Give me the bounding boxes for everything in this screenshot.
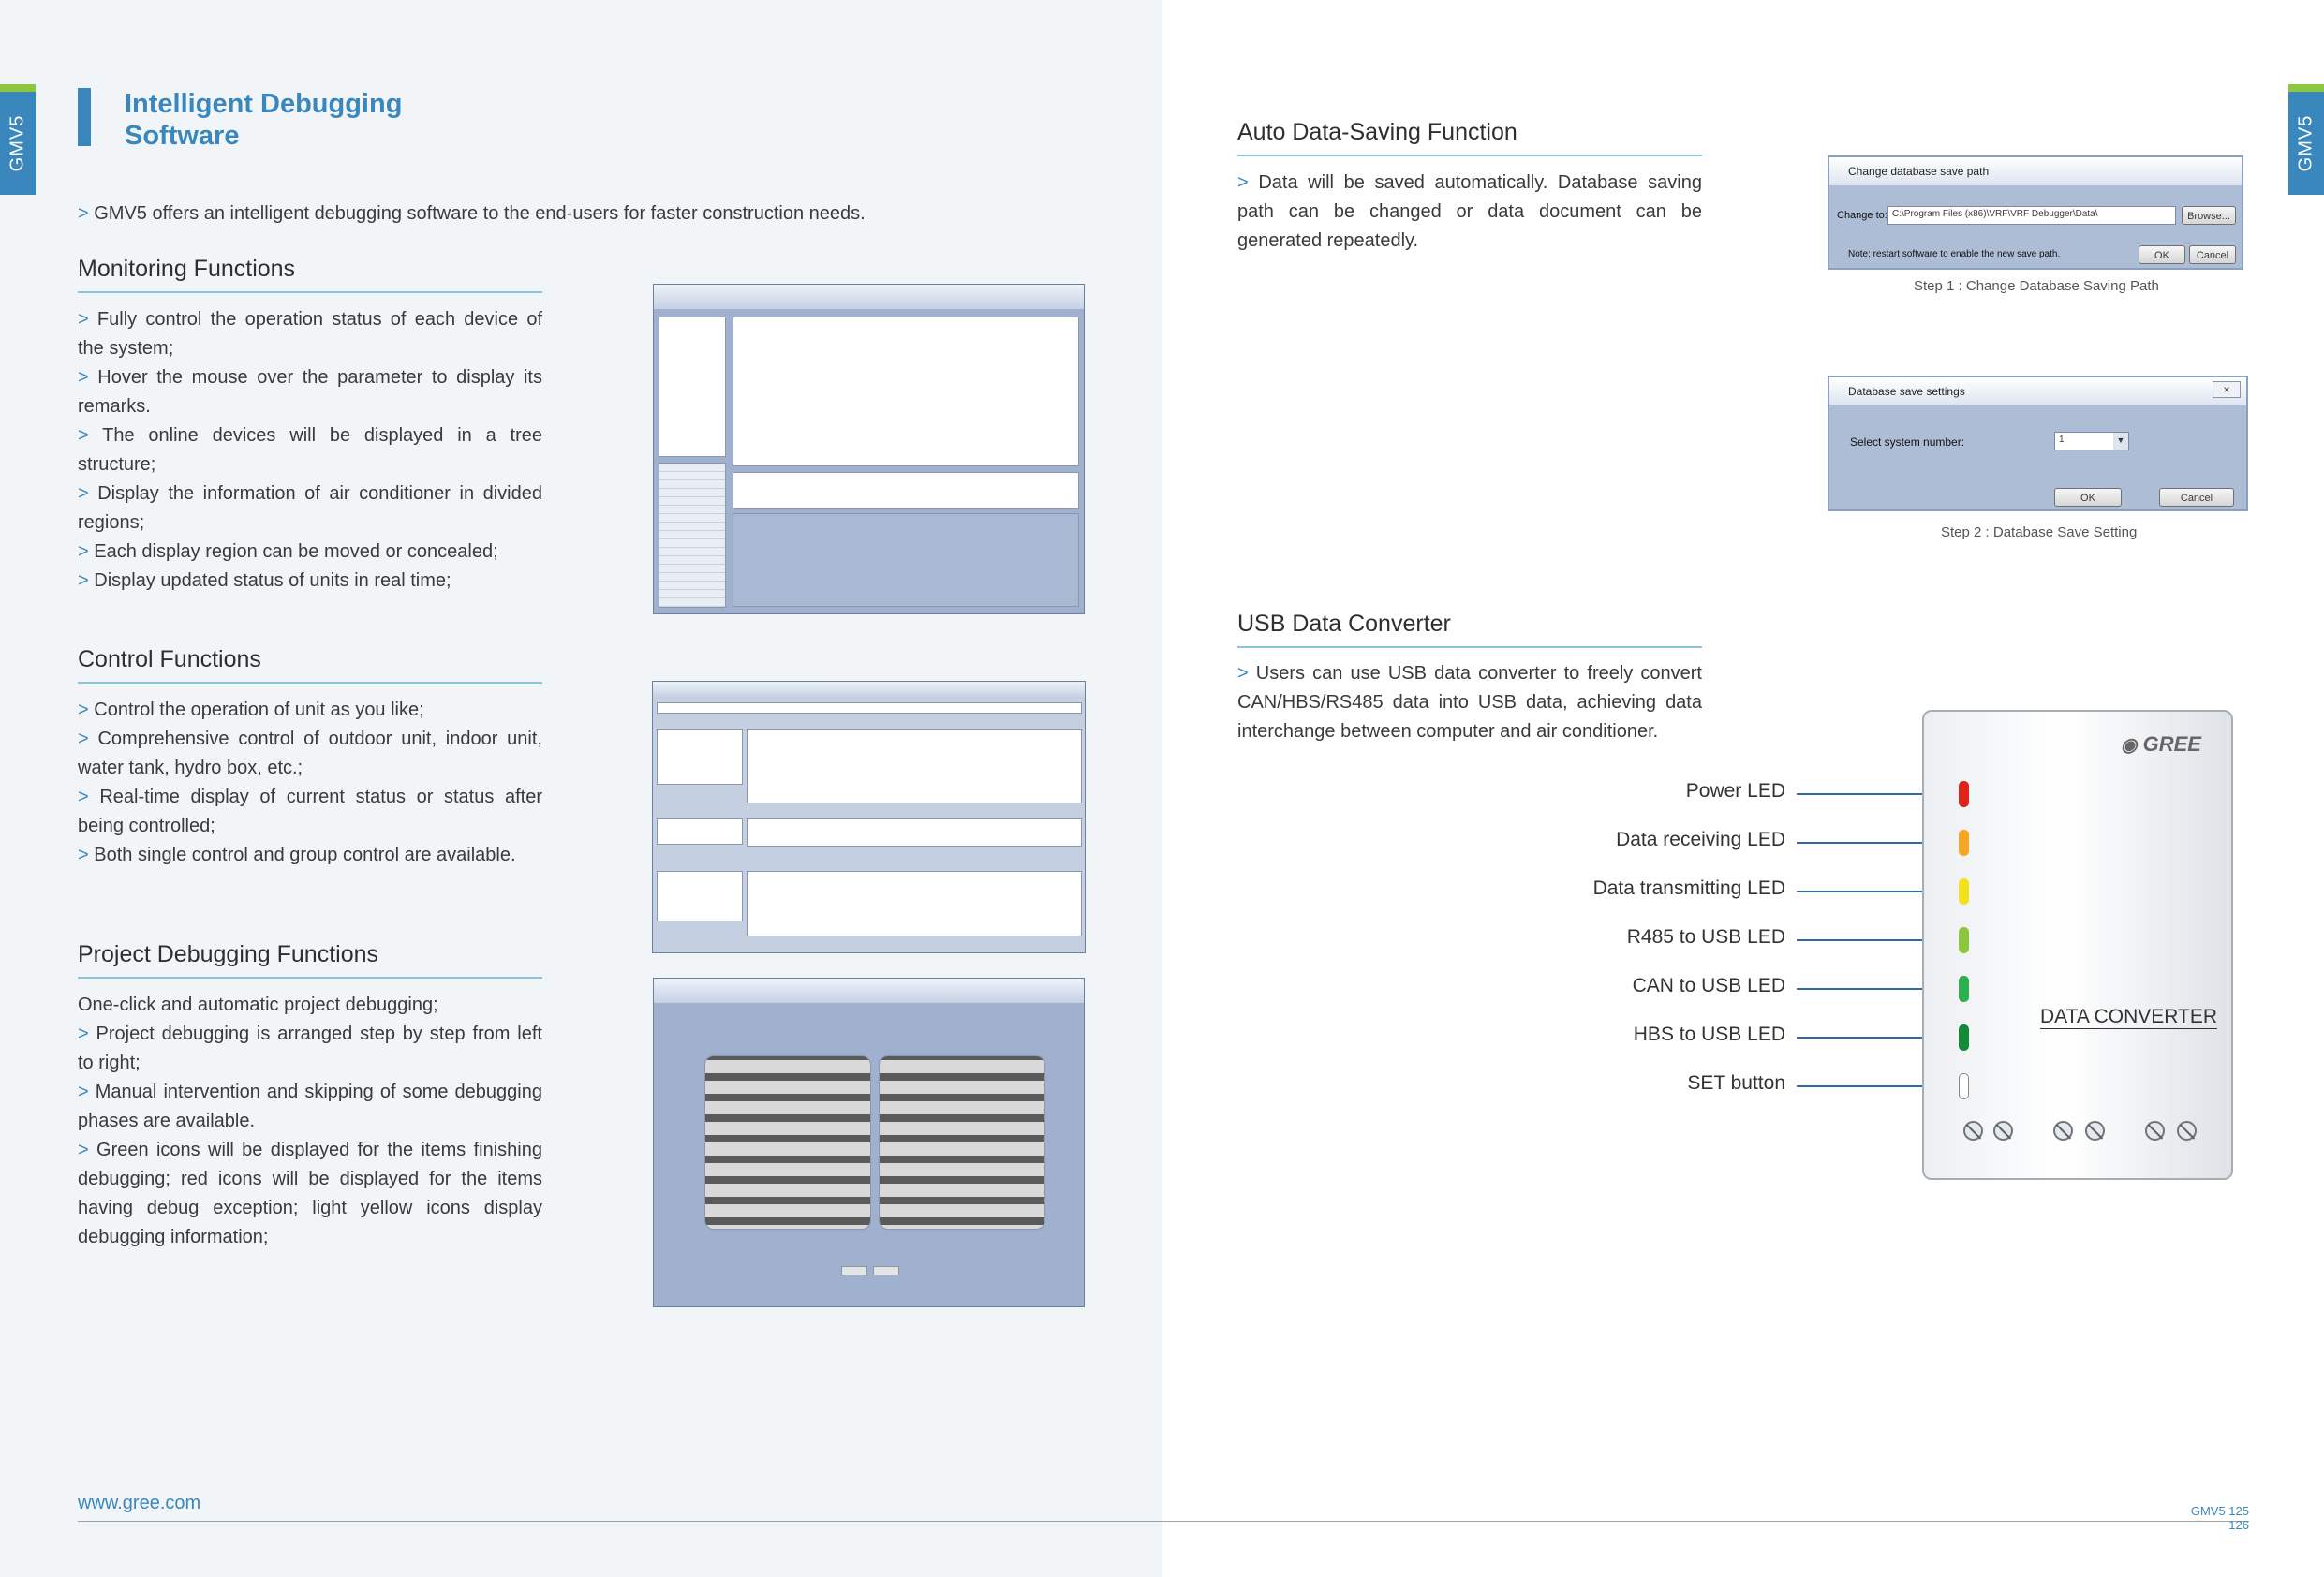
list-item: > The online devices will be displayed i…: [78, 425, 543, 475]
list-item: > Display updated status of units in rea…: [78, 570, 451, 591]
gree-logo: ◉ GREE: [2121, 732, 2201, 756]
chevron-down-icon: ▼: [2113, 433, 2128, 450]
hbs-led-label: HBS to USB LED: [1633, 1024, 1785, 1045]
data-transmitting-led: [1959, 878, 1969, 905]
screw-terminal: [2177, 1121, 2197, 1141]
change-to-label: Change to:: [1837, 210, 1887, 221]
path-field[interactable]: C:\Program Files (x86)\VRF\VRF Debugger\…: [1887, 206, 2176, 225]
change-path-dialog: Change database save path Change to: C:\…: [1828, 155, 2243, 270]
page-numbers: GMV5 125 126: [2190, 1504, 2249, 1532]
project-bullets: One-click and automatic project debuggin…: [78, 991, 542, 1252]
data-receiving-led-label: Data receiving LED: [1616, 829, 1785, 850]
can-led-label: CAN to USB LED: [1632, 975, 1785, 996]
power-led-label: Power LED: [1685, 780, 1785, 802]
project-screenshot: [653, 978, 1085, 1307]
close-icon[interactable]: ×: [2213, 381, 2241, 398]
auto-save-title: Auto Data-Saving Function: [1237, 118, 1702, 156]
list-item: > Each display region can be moved or co…: [78, 541, 498, 562]
control-screenshot: [652, 681, 1086, 953]
list-item: > Fully control the operation status of …: [78, 309, 542, 359]
data-transmitting-led-label: Data transmitting LED: [1592, 877, 1785, 899]
monitoring-bullets: > Fully control the operation status of …: [78, 305, 542, 596]
r485-led: [1959, 927, 1969, 953]
data-converter-label: DATA CONVERTER: [2040, 1006, 2218, 1029]
browse-button[interactable]: Browse...: [2182, 206, 2236, 225]
cancel-button[interactable]: Cancel: [2159, 488, 2234, 507]
step2-caption: Step 2 : Database Save Setting: [1941, 524, 2138, 540]
power-led: [1959, 781, 1969, 807]
screw-terminal: [2085, 1121, 2105, 1141]
side-tab-left: GMV5: [0, 84, 36, 195]
note-text: Note: restart software to enable the new…: [1848, 249, 2061, 259]
monitoring-title: Monitoring Functions: [78, 255, 542, 293]
usb-data-converter-device: ◉ GREE DATA CONVERTER: [1922, 710, 2233, 1180]
intro-text: > GMV5 offers an intelligent debugging s…: [78, 203, 866, 224]
select-system-label: Select system number:: [1850, 435, 1965, 449]
hbs-led: [1959, 1024, 1969, 1051]
data-receiving-led: [1959, 830, 1969, 856]
usb-title: USB Data Converter: [1237, 610, 1702, 648]
set-button[interactable]: [1959, 1073, 1969, 1099]
ok-button[interactable]: OK: [2054, 488, 2122, 507]
list-item: > Green icons will be displayed for the …: [78, 1140, 542, 1247]
list-item: > Comprehensive control of outdoor unit,…: [78, 729, 542, 778]
system-number-select[interactable]: 1▼: [2054, 432, 2129, 450]
side-tab-right: GMV5: [2288, 84, 2324, 195]
set-button-label: SET button: [1687, 1072, 1785, 1094]
dialog-title: Change database save path: [1829, 157, 2242, 185]
footer-rule: [78, 1521, 2249, 1522]
monitoring-screenshot: [653, 284, 1085, 614]
screw-terminal: [1993, 1121, 2013, 1141]
list-item: > Control the operation of unit as you l…: [78, 700, 424, 720]
r485-led-label: R485 to USB LED: [1626, 926, 1785, 948]
list-item: > Display the information of air conditi…: [78, 483, 542, 533]
auto-save-text: > Data will be saved automatically. Data…: [1237, 172, 1702, 251]
step1-caption: Step 1 : Change Database Saving Path: [1914, 278, 2159, 294]
list-item: > Manual intervention and skipping of so…: [78, 1082, 542, 1131]
screw-terminal: [2053, 1121, 2073, 1141]
screw-terminal: [1963, 1121, 1983, 1141]
dialog-title: Database save settings: [1829, 377, 2246, 405]
list-item: > Real-time display of current status or…: [78, 787, 542, 836]
control-bullets: > Control the operation of unit as you l…: [78, 696, 542, 870]
screw-terminal: [2145, 1121, 2165, 1141]
usb-text: > Users can use USB data converter to fr…: [1237, 663, 1702, 742]
list-item: > Project debugging is arranged step by …: [78, 1024, 542, 1073]
control-title: Control Functions: [78, 645, 542, 684]
footer-url[interactable]: www.gree.com: [78, 1493, 201, 1513]
cancel-button[interactable]: Cancel: [2189, 245, 2236, 264]
page-title: Intelligent Debugging Software: [78, 88, 509, 151]
list-item: > Both single control and group control …: [78, 845, 516, 865]
project-title: Project Debugging Functions: [78, 940, 542, 979]
can-led: [1959, 976, 1969, 1002]
list-item: > Hover the mouse over the parameter to …: [78, 367, 542, 417]
db-save-settings-dialog: Database save settings × Select system n…: [1828, 376, 2248, 511]
ok-button[interactable]: OK: [2139, 245, 2185, 264]
list-item: One-click and automatic project debuggin…: [78, 995, 438, 1015]
